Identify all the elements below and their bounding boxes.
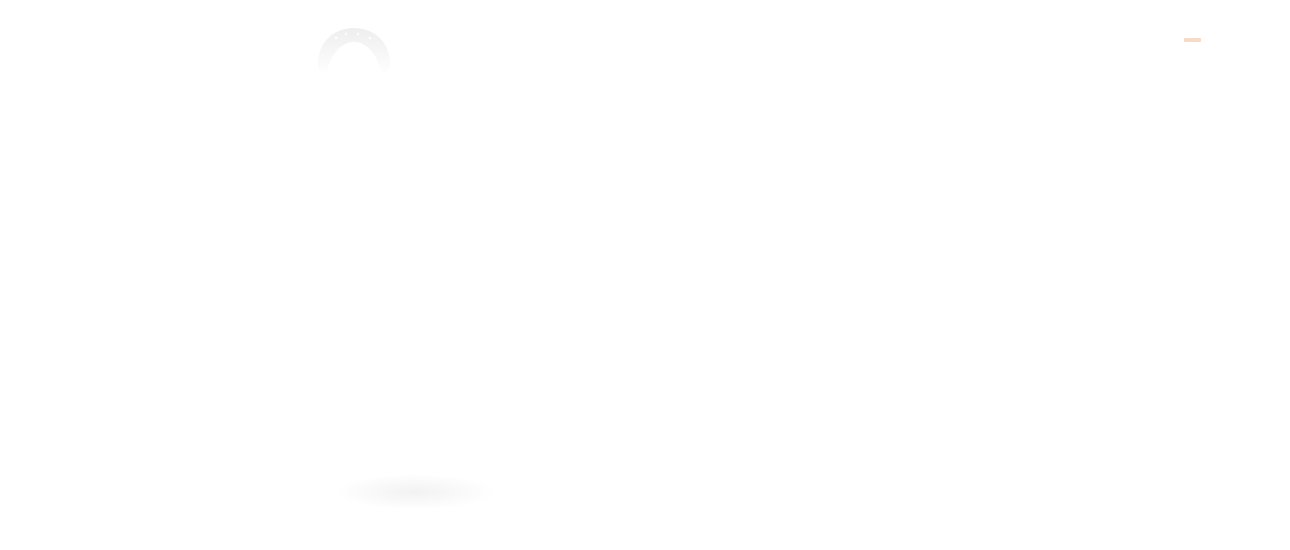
accent-bar-icon bbox=[1184, 38, 1201, 42]
shadow-graphic bbox=[330, 470, 500, 515]
wreath-logo-icon bbox=[312, 24, 396, 84]
